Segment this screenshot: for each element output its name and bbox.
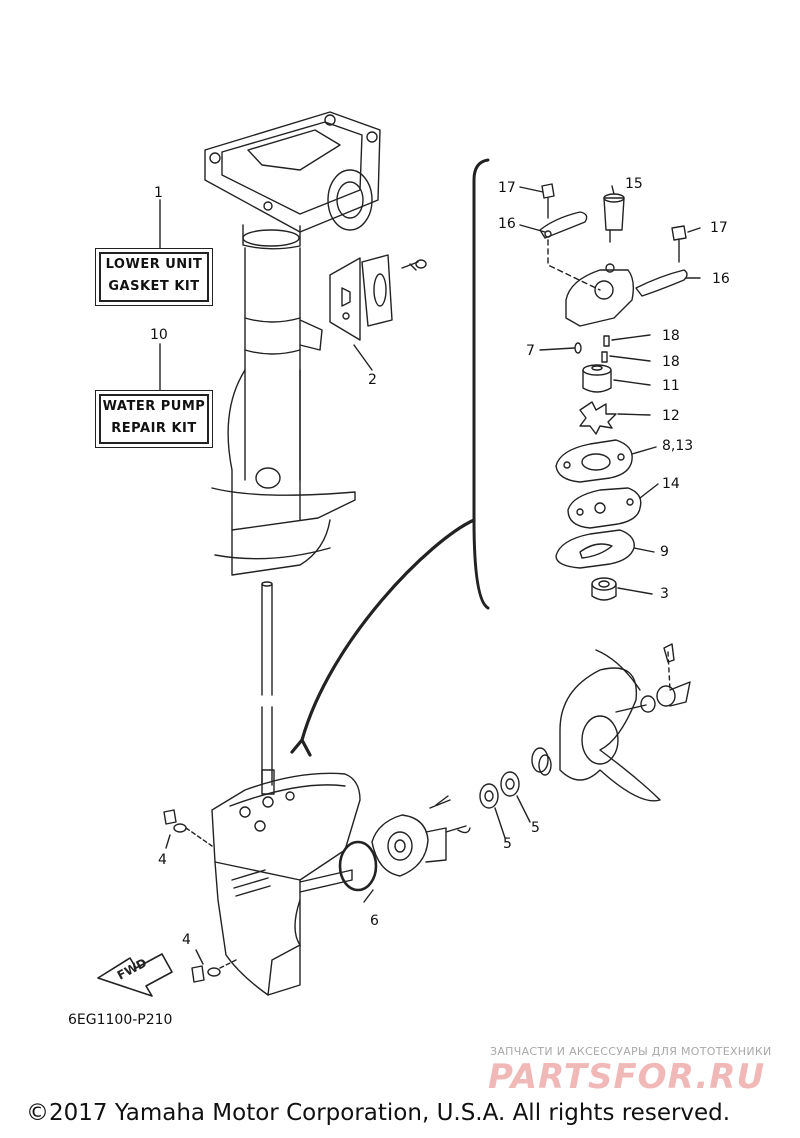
kit-1-number: 1 [154, 185, 163, 201]
callout-9: 9 [660, 544, 669, 560]
callout-14: 14 [662, 476, 680, 492]
kit-1-line1: LOWER UNIT [105, 257, 203, 272]
callout-17-left: 17 [498, 180, 516, 196]
fwd-label: FWD [115, 956, 149, 983]
watermark-logo: PARTSFOR.RU [488, 1057, 766, 1097]
bearings-part-5 [479, 771, 531, 839]
callout-4-lower: 4 [182, 932, 191, 948]
watermark-tagline: ЗАПЧАСТИ И АКСЕССУАРЫ ДЛЯ МОТОТЕХНИКИ [490, 1045, 772, 1058]
driveshaft [261, 581, 273, 786]
callout-5-left: 5 [503, 836, 512, 852]
pump-group-arrow [300, 518, 476, 742]
callout-8-13: 8,13 [662, 438, 694, 454]
kit-1-line2: GASKET KIT [108, 279, 200, 294]
callout-2: 2 [368, 372, 377, 388]
propeller [531, 643, 691, 802]
callout-16-left: 16 [498, 216, 516, 232]
pump-parts [519, 183, 701, 601]
callout-6: 6 [370, 913, 379, 929]
callout-4-upper: 4 [158, 852, 167, 868]
fwd-arrow: FWD [97, 953, 173, 997]
callout-11: 11 [662, 378, 680, 394]
pump-group-bracket [472, 158, 490, 610]
diagram-reference-code: 6EG1100-P210 [68, 1012, 173, 1028]
leader-6 [363, 889, 374, 903]
callout-18-bottom: 18 [662, 354, 680, 370]
callout-12: 12 [662, 408, 680, 424]
kit-10-line1: WATER PUMP [102, 399, 206, 414]
callout-15: 15 [625, 176, 643, 192]
bearing-housing [371, 795, 471, 877]
pump-group-arrow-head [290, 738, 312, 757]
lower-unit-gasket-kit-label: LOWER UNIT GASKET KIT [95, 248, 213, 306]
callout-17-right: 17 [710, 220, 728, 236]
water-pump-repair-kit-label: WATER PUMP REPAIR KIT [95, 390, 213, 448]
o-ring-part-6 [338, 840, 378, 892]
callout-16-right: 16 [712, 271, 730, 287]
kit-10-line2: REPAIR KIT [111, 421, 197, 436]
callout-5-right: 5 [531, 820, 540, 836]
upper-casing [204, 111, 381, 576]
gasket-part-2 [329, 254, 427, 371]
callout-18-top: 18 [662, 328, 680, 344]
callout-7: 7 [526, 343, 535, 359]
callout-3: 3 [660, 586, 669, 602]
copyright-notice: ©2017 Yamaha Motor Corporation, U.S.A. A… [26, 1100, 731, 1126]
lower-gearcase [211, 769, 361, 996]
kit-10-number: 10 [150, 327, 168, 343]
drain-screws-part-4 [163, 809, 237, 983]
